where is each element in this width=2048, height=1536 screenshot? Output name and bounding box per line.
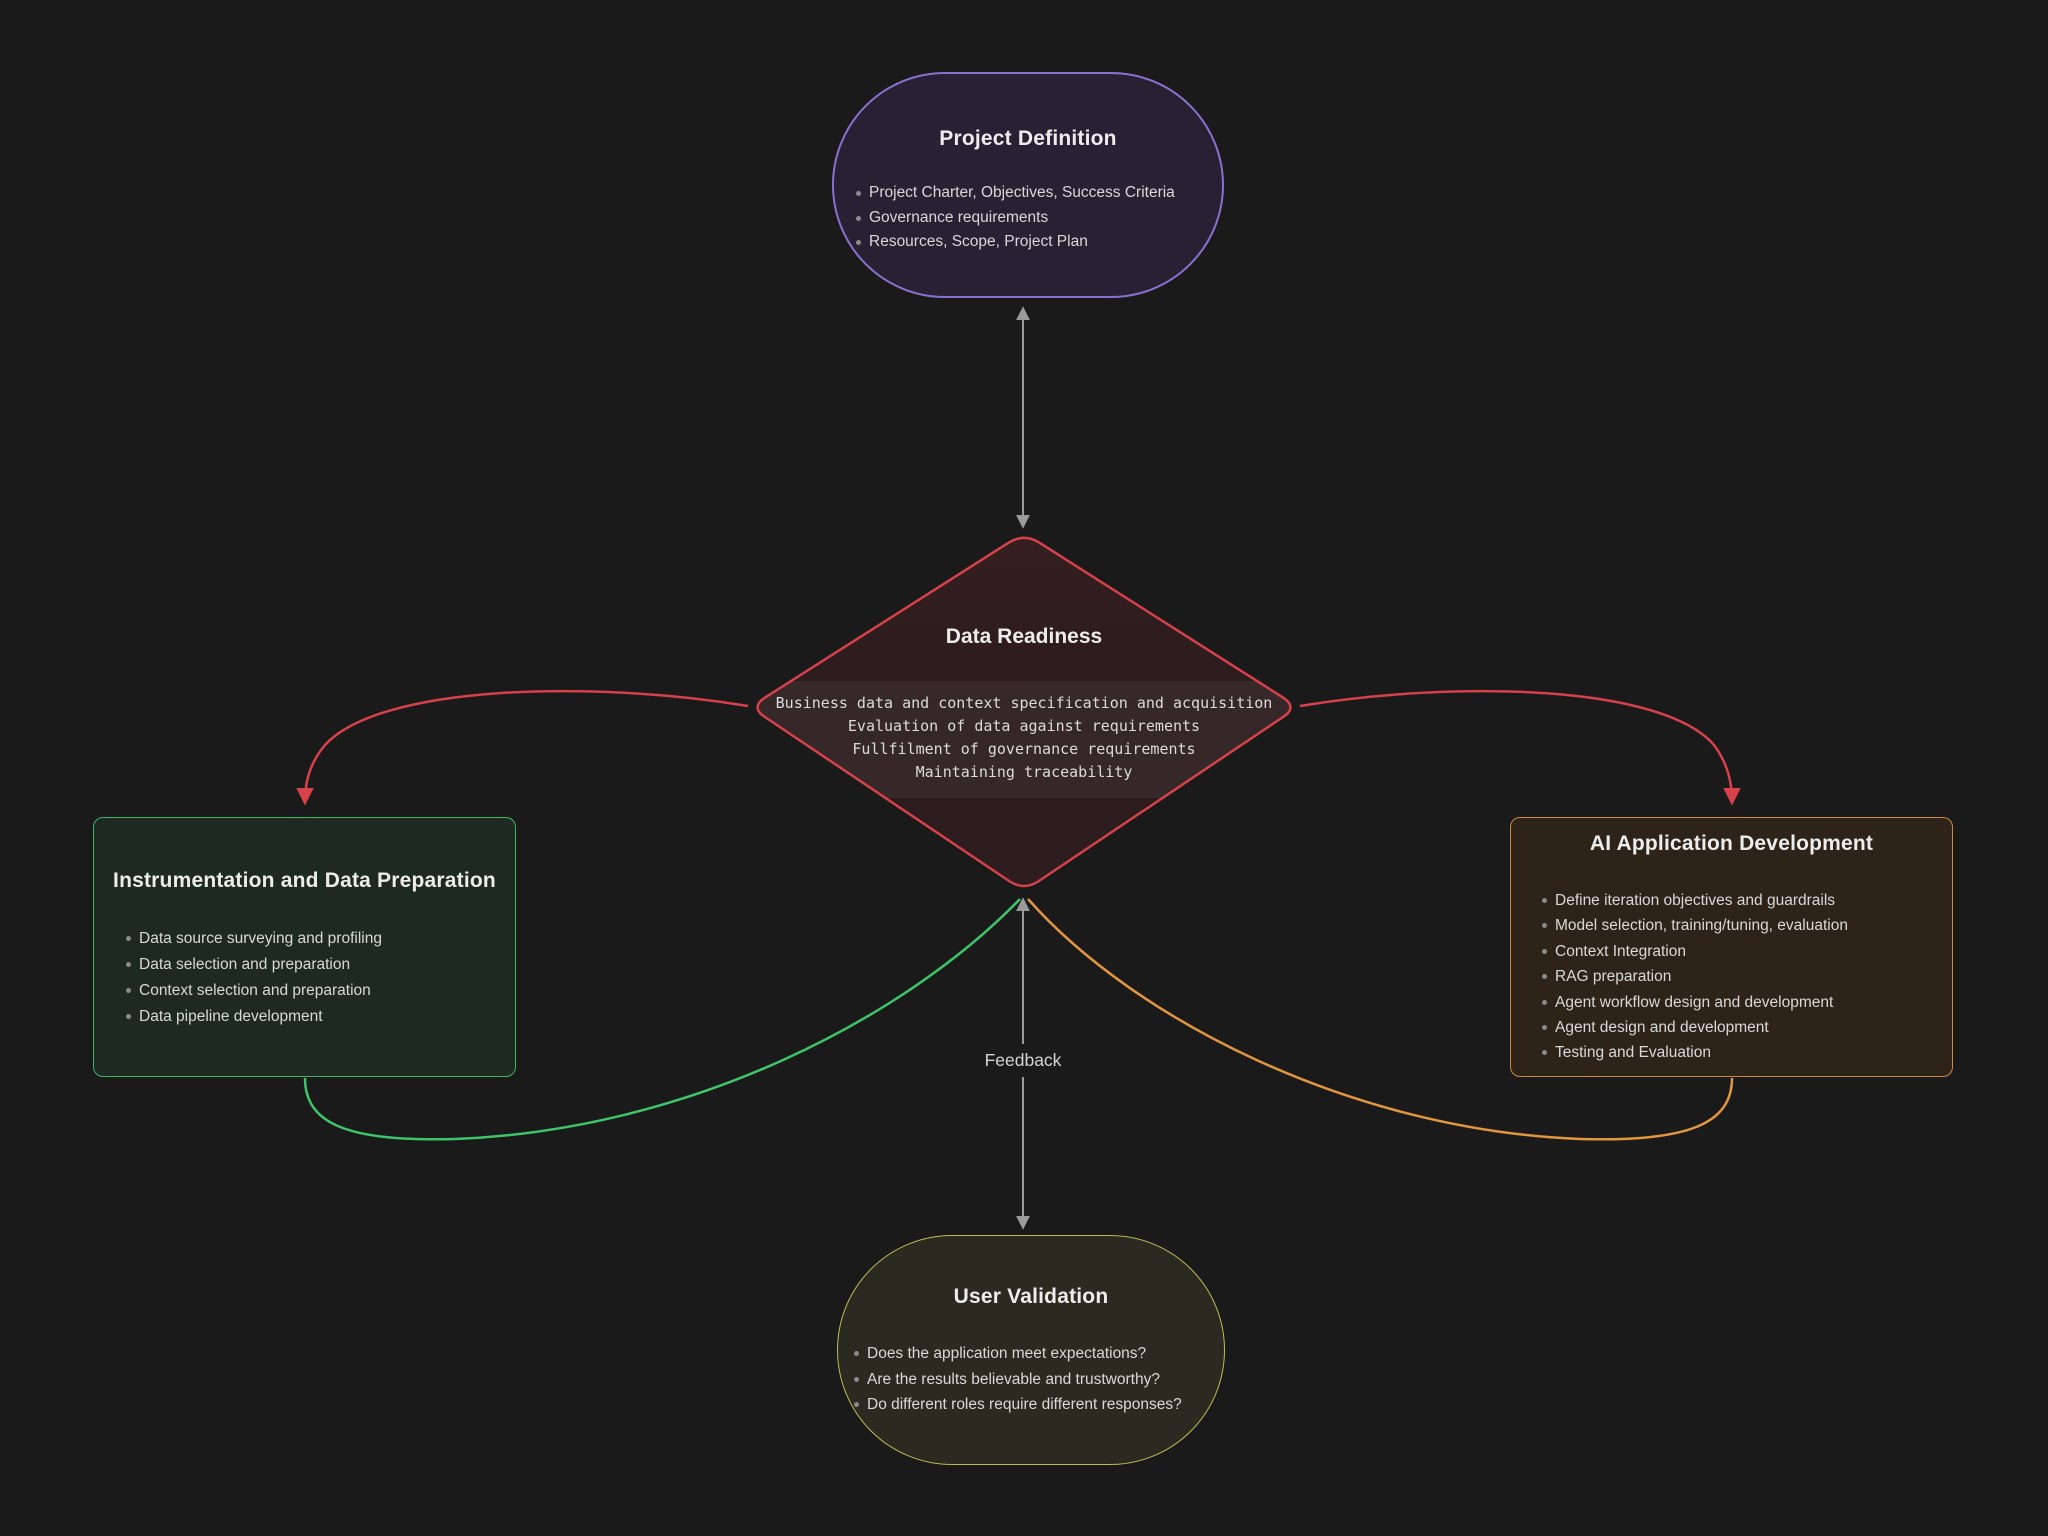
list-item: Define iteration objectives and guardrai… [1542,888,1952,913]
data-readiness-diamond-border [756,536,1292,888]
data-readiness-list: Business data and context specification … [674,692,1374,784]
node-user-validation: User Validation Does the application mee… [837,1235,1225,1465]
bullet-icon [126,988,131,993]
bullet-icon [1542,1025,1547,1031]
ai-development-title: AI Application Development [1589,832,1874,855]
list-item: Data pipeline development [126,1004,515,1030]
node-project-definition: Project Definition Project Charter, Obje… [832,72,1224,298]
ai-development-list: Define iteration objectives and guardrai… [1542,888,1952,1066]
user-validation-title: User Validation [953,1285,1109,1308]
list-item: Maintaining traceability [915,763,1133,781]
list-item: Are the results believable and trustwort… [854,1367,1224,1393]
instrumentation-list: Data source surveying and profiling Data… [126,926,515,1030]
list-item: Governance requirements [856,206,1222,231]
bullet-icon [1542,974,1547,980]
user-validation-list: Does the application meet expectations? … [854,1341,1224,1418]
list-item: Agent design and development [1542,1015,1952,1040]
list-item: Context Integration [1542,939,1952,964]
edge-data-readiness-to-ai-development [1299,689,1741,806]
list-item: Fullfilment of governance requirements [852,740,1196,758]
edge-instrumentation-to-data-readiness [303,898,1021,1141]
edge-data-readiness-to-instrumentation [296,689,749,806]
bullet-icon [1542,1050,1547,1056]
bullet-icon [126,936,131,941]
list-item: Evaluation of data against requirements [847,717,1201,735]
bullet-icon [854,1402,859,1407]
feedback-edge-label: Feedback [974,1044,1072,1077]
list-item: Business data and context specification … [775,694,1273,712]
list-item: Testing and Evaluation [1542,1040,1952,1065]
data-readiness-diamond-shape [757,537,1291,886]
edge-ai-development-to-data-readiness [1027,898,1734,1141]
bullet-icon [856,240,861,245]
project-definition-title: Project Definition [939,127,1117,150]
node-ai-application-development: AI Application Development Define iterat… [1510,817,1953,1077]
bullet-icon [126,962,131,967]
project-definition-list: Project Charter, Objectives, Success Cri… [856,181,1222,255]
instrumentation-title: Instrumentation and Data Preparation [113,869,496,892]
list-item: Does the application meet expectations? [854,1341,1224,1367]
list-item: Data selection and preparation [126,952,515,978]
list-item: RAG preparation [1542,964,1952,989]
list-item: Data source surveying and profiling [126,926,515,952]
bullet-icon [1542,898,1547,903]
bullet-icon [856,191,861,196]
list-item: Resources, Scope, Project Plan [856,230,1222,255]
list-item: Context selection and preparation [126,978,515,1004]
list-item: Project Charter, Objectives, Success Cri… [856,181,1222,206]
bullet-icon [856,215,861,221]
data-readiness-title: Data Readiness [945,625,1103,648]
bullet-icon [854,1376,859,1382]
list-item: Do different roles require different res… [854,1392,1224,1418]
bullet-icon [1542,999,1547,1005]
bullet-icon [854,1351,859,1356]
node-instrumentation-and-data-preparation: Instrumentation and Data Preparation Dat… [93,817,516,1077]
list-item: Agent workflow design and development [1542,990,1952,1015]
bullet-icon [126,1014,131,1019]
bullet-icon [1542,923,1547,929]
bullet-icon [1542,948,1547,954]
list-item: Model selection, training/tuning, evalua… [1542,913,1952,938]
